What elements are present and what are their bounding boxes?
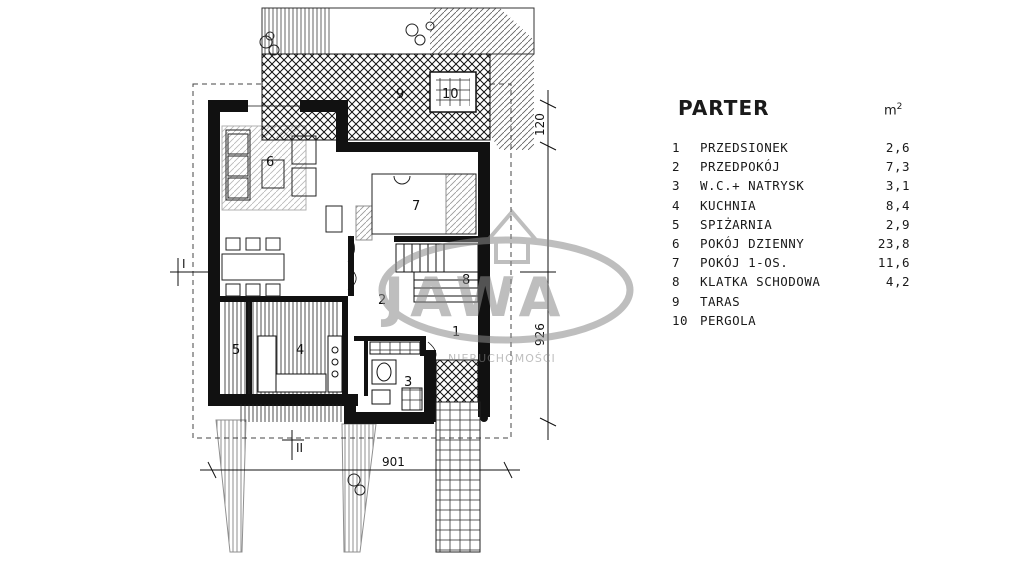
legend-num: 6	[672, 235, 681, 251]
bathroom-fixtures	[369, 341, 423, 411]
legend-area: 7,3	[885, 159, 910, 175]
legend-row: 8 KLATKA SCHODOWA 4,2	[672, 272, 932, 291]
room-label-4: 4	[296, 343, 304, 358]
legend-num: 10	[672, 312, 689, 328]
legend-area: 23,8	[877, 235, 910, 251]
living-room-furniture	[221, 125, 317, 211]
watermark-logo: JAWA NIERUCHOMOŚCI	[378, 208, 634, 365]
dimension-lines	[170, 90, 557, 479]
dimension-width: 901	[382, 455, 405, 469]
legend-row: 3 W.C.+ NATRYSK 3,1	[672, 176, 932, 195]
room-label-6: 6	[266, 155, 274, 170]
legend-num: 7	[672, 255, 681, 271]
terrace-area	[261, 7, 535, 150]
dining-table	[221, 237, 285, 297]
kitchen-units	[257, 335, 343, 393]
legend-name: KLATKA SCHODOWA	[700, 274, 821, 290]
legend-name: PRZEDSIONEK	[700, 140, 789, 155]
legend-num: 8	[672, 274, 681, 290]
legend-unit: m2	[884, 102, 903, 119]
legend-area: 11,6	[877, 255, 910, 271]
room-label-9: 9	[396, 87, 404, 102]
legend-name: PERGOLA	[700, 312, 757, 328]
door-swings	[248, 105, 437, 361]
legend-row: 10 PERGOLA	[672, 311, 932, 330]
legend-area: 8,4	[885, 197, 910, 213]
legend-name: W.C.+ NATRYSK	[700, 178, 805, 194]
legend-name: PRZEDPOKÓJ	[700, 159, 781, 175]
staircase	[395, 243, 479, 303]
legend-row: 7 POKÓJ 1-OS. 11,6	[672, 253, 932, 272]
room-label-7: 7	[412, 199, 420, 214]
room-label-5: 5	[232, 343, 240, 358]
legend-row: 6 POKÓJ DZIENNY 23,8	[672, 234, 932, 253]
bottom-porch	[240, 404, 342, 422]
watermark-sub: NIERUCHOMOŚCI	[448, 352, 556, 365]
room-label-10: 10	[442, 87, 459, 102]
legend-area: 2,6	[885, 140, 910, 155]
legend-name: TARAS	[700, 293, 741, 309]
legend-area: 2,9	[885, 216, 910, 232]
room-label-8: 8	[462, 273, 470, 288]
legend-name: POKÓJ DZIENNY	[700, 235, 805, 251]
section-mark-left: I	[182, 257, 186, 271]
legend-name: KUCHNIA	[700, 197, 757, 213]
legend-num: 3	[672, 178, 681, 194]
legend-row: 1 PRZEDSIONEK 2,6	[672, 138, 932, 157]
legend-list: 1 PRZEDSIONEK 2,6 2 PRZEDPOKÓJ 7,3 3 W.C.+ NATR…	[672, 138, 932, 330]
legend-row: 4 KUCHNIA 8,4	[672, 196, 932, 215]
legend-area: 3,1	[885, 178, 910, 194]
watermark-brand: JAWA	[380, 266, 566, 329]
legend-row: 9 TARAS	[672, 292, 932, 311]
legend-row: 2 PRZEDPOKÓJ 7,3	[672, 157, 932, 176]
room-7-furniture	[325, 173, 477, 241]
exterior-walls	[208, 100, 490, 424]
legend-row: 5 SPIŻARNIA 2,9	[672, 215, 932, 234]
legend-title: PARTER	[678, 96, 770, 120]
legend-name: POKÓJ 1-OS.	[700, 255, 789, 271]
legend-num: 4	[672, 197, 681, 213]
room-label-3: 3	[404, 375, 412, 390]
legend-num: 2	[672, 159, 681, 175]
legend-num: 1	[672, 140, 681, 155]
legend-num: 9	[672, 293, 681, 309]
section-mark-bottom: II	[296, 441, 303, 455]
dimension-offset: 120	[533, 113, 547, 136]
legend-num: 5	[672, 216, 681, 232]
walkways	[215, 401, 481, 553]
legend-name: SPIŻARNIA	[700, 216, 773, 232]
entrance-step	[435, 359, 479, 403]
legend-area: 4,2	[885, 274, 910, 290]
